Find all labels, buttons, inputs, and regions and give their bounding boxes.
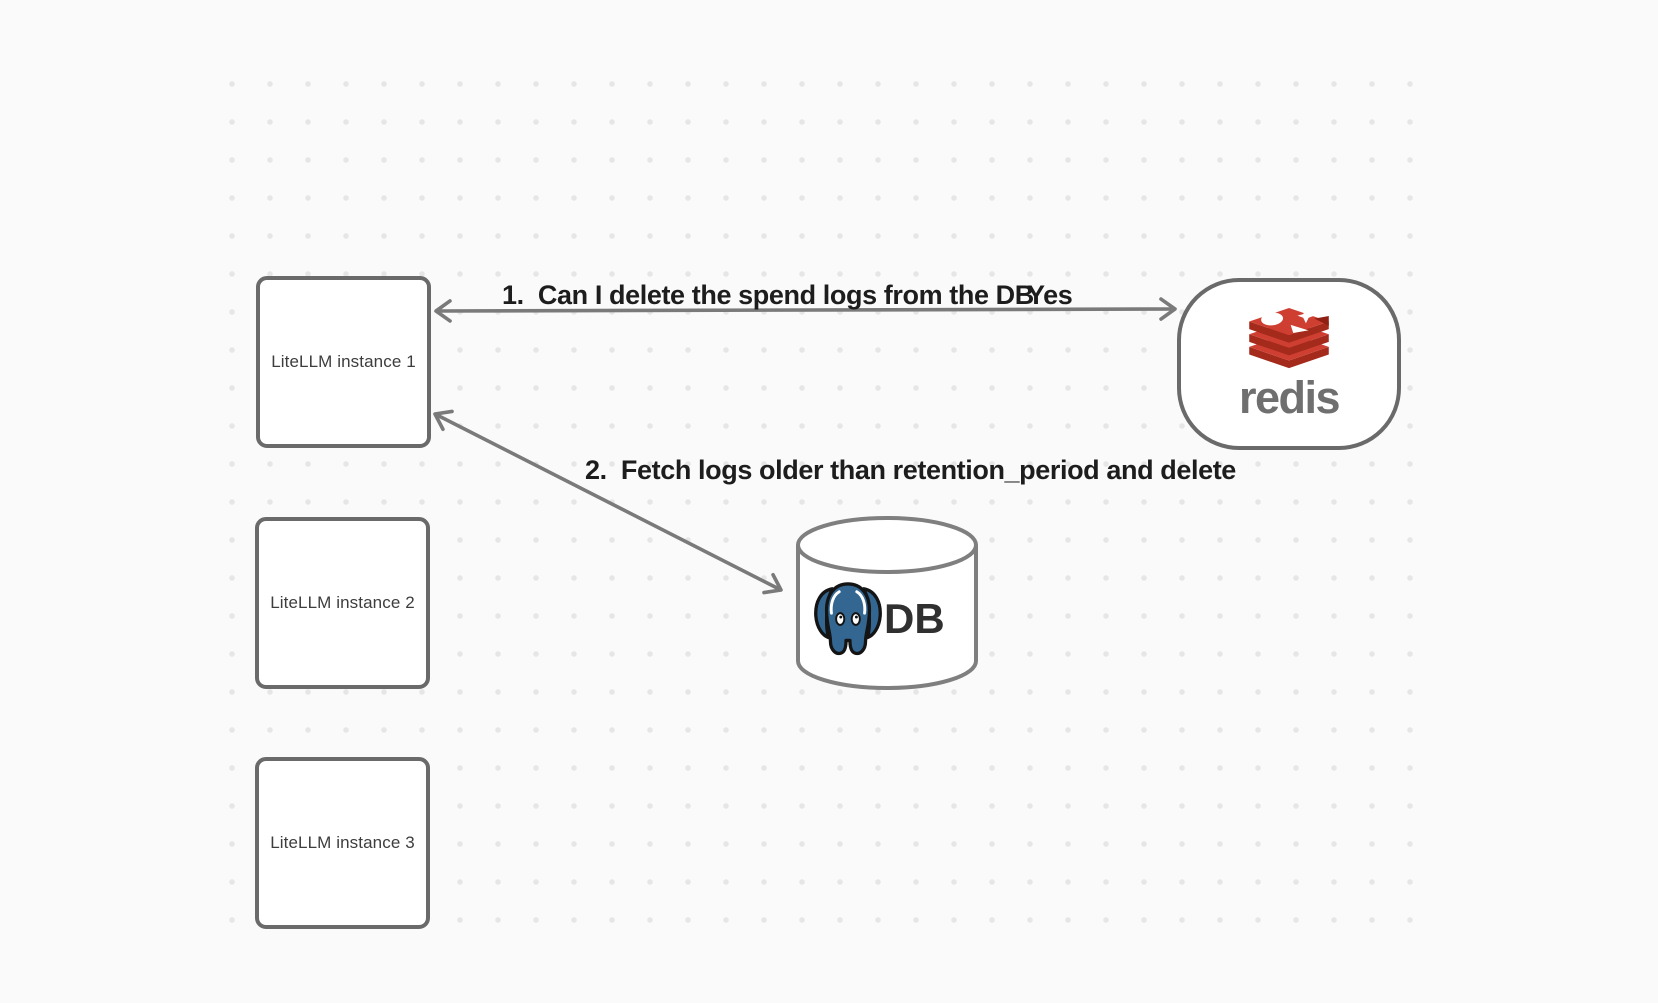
- redis-wordmark: redis: [1238, 372, 1341, 423]
- annotation-step1-answer[interactable]: Yes: [1027, 280, 1073, 310]
- litellm-instance-2-label: LiteLLM instance 2: [270, 593, 415, 612]
- litellm-instance-3-node[interactable]: LiteLLM instance 3: [255, 757, 430, 929]
- postgres-elephant-icon: [814, 582, 882, 656]
- annotation-step2[interactable]: 2. Fetch logs older than retention_perio…: [585, 455, 1236, 485]
- db-label: DB: [884, 595, 945, 642]
- redis-logo-icon: [1249, 308, 1329, 369]
- litellm-instance-2-node[interactable]: LiteLLM instance 2: [255, 517, 430, 689]
- db-node-content: DB: [812, 581, 945, 657]
- litellm-instance-3-label: LiteLLM instance 3: [270, 833, 415, 852]
- redis-node[interactable]: redis: [1177, 278, 1401, 450]
- litellm-instance-1-label: LiteLLM instance 1: [271, 352, 416, 371]
- litellm-instance-1-node[interactable]: LiteLLM instance 1: [256, 276, 431, 448]
- annotation-step1[interactable]: 1. Can I delete the spend logs from the …: [502, 280, 1034, 310]
